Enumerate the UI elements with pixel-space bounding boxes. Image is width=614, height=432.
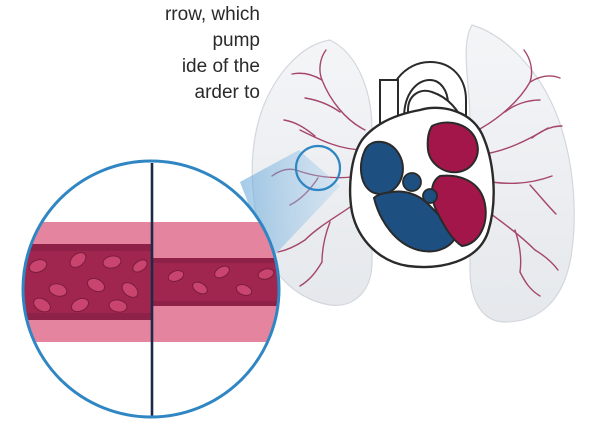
valve-right: [423, 189, 437, 203]
left-atrium: [428, 122, 478, 172]
magnifier-inset-illustration: [20, 161, 284, 417]
right-artery-lumen: [152, 258, 284, 306]
right-atrium: [361, 142, 403, 194]
valve-left: [403, 173, 421, 191]
